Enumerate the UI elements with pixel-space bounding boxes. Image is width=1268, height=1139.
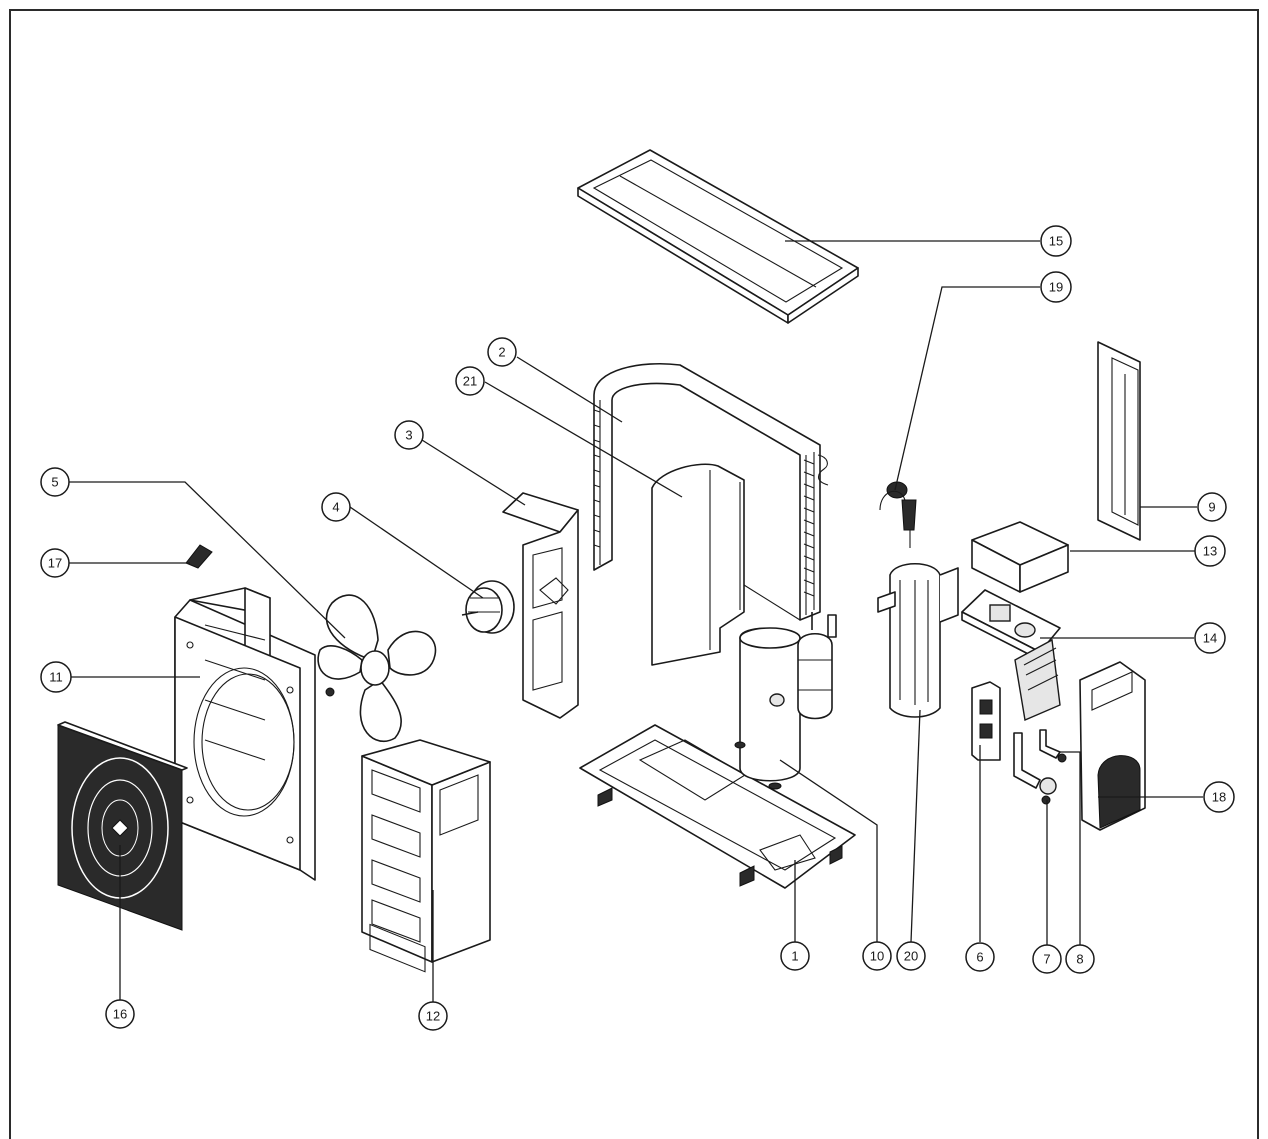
callout-c20: 20 xyxy=(896,941,926,971)
svg-text:10: 10 xyxy=(870,949,884,964)
terminal-block-part xyxy=(971,681,1001,761)
callout-c21: 21 xyxy=(455,366,485,396)
front-panel-part xyxy=(174,587,316,881)
callout-c17: 17 xyxy=(40,548,70,578)
svg-text:19: 19 xyxy=(1049,280,1063,295)
callout-c3: 3 xyxy=(394,420,424,450)
fan-guard-part xyxy=(57,721,188,931)
leader-lines xyxy=(69,240,1203,1002)
svg-text:7: 7 xyxy=(1043,952,1050,967)
callout-c4: 4 xyxy=(321,492,351,522)
svg-text:14: 14 xyxy=(1203,631,1217,646)
callout-c10: 10 xyxy=(862,941,892,971)
callout-c13: 13 xyxy=(1194,535,1226,567)
callout-c1: 1 xyxy=(780,941,810,971)
svg-text:11: 11 xyxy=(49,670,63,685)
svg-text:15: 15 xyxy=(1049,234,1063,249)
fan-blade-part xyxy=(317,594,437,743)
callout-c15: 15 xyxy=(1040,225,1072,257)
control-board-part xyxy=(961,589,1061,721)
svg-text:9: 9 xyxy=(1208,500,1215,515)
callout-c14: 14 xyxy=(1194,622,1226,654)
callout-c12: 12 xyxy=(418,1001,448,1031)
callout-c16: 16 xyxy=(105,999,135,1029)
callout-c19: 19 xyxy=(1040,271,1072,303)
partition-panel-part xyxy=(651,463,801,666)
callout-c11: 11 xyxy=(40,661,72,693)
svg-text:1: 1 xyxy=(791,949,798,964)
liquid-valve-part xyxy=(1013,732,1057,805)
svg-text:21: 21 xyxy=(463,374,477,389)
fan-motor-part xyxy=(461,580,515,634)
clip-part xyxy=(185,544,213,569)
callout-c8: 8 xyxy=(1065,944,1095,974)
four-way-valve-part xyxy=(877,563,959,718)
callout-c7: 7 xyxy=(1032,944,1062,974)
svg-text:20: 20 xyxy=(904,949,918,964)
svg-text:8: 8 xyxy=(1076,952,1083,967)
svg-text:3: 3 xyxy=(405,428,412,443)
svg-text:16: 16 xyxy=(113,1007,127,1022)
top-cover-part xyxy=(577,149,859,324)
svg-text:6: 6 xyxy=(976,950,983,965)
compressor-part xyxy=(734,612,833,790)
svg-text:13: 13 xyxy=(1203,544,1217,559)
svg-text:2: 2 xyxy=(498,345,505,360)
callout-c5: 5 xyxy=(40,467,70,497)
callout-c18: 18 xyxy=(1203,781,1235,813)
callout-c6: 6 xyxy=(965,942,995,972)
svg-text:12: 12 xyxy=(426,1009,440,1024)
svg-text:18: 18 xyxy=(1212,790,1226,805)
callout-c9: 9 xyxy=(1197,492,1227,522)
temperature-sensor-part xyxy=(879,481,917,548)
control-box-cover-part xyxy=(971,521,1069,593)
svg-text:4: 4 xyxy=(332,500,339,515)
base-pan-part xyxy=(579,724,856,889)
callout-c2: 2 xyxy=(487,337,517,367)
condenser-coil-part xyxy=(593,362,837,638)
gas-valve-part xyxy=(1039,729,1067,763)
svg-text:5: 5 xyxy=(51,475,58,490)
right-cover-part xyxy=(1097,341,1141,541)
valve-cover-part xyxy=(1079,661,1146,831)
side-panel-part xyxy=(361,739,491,973)
svg-text:17: 17 xyxy=(48,556,62,571)
